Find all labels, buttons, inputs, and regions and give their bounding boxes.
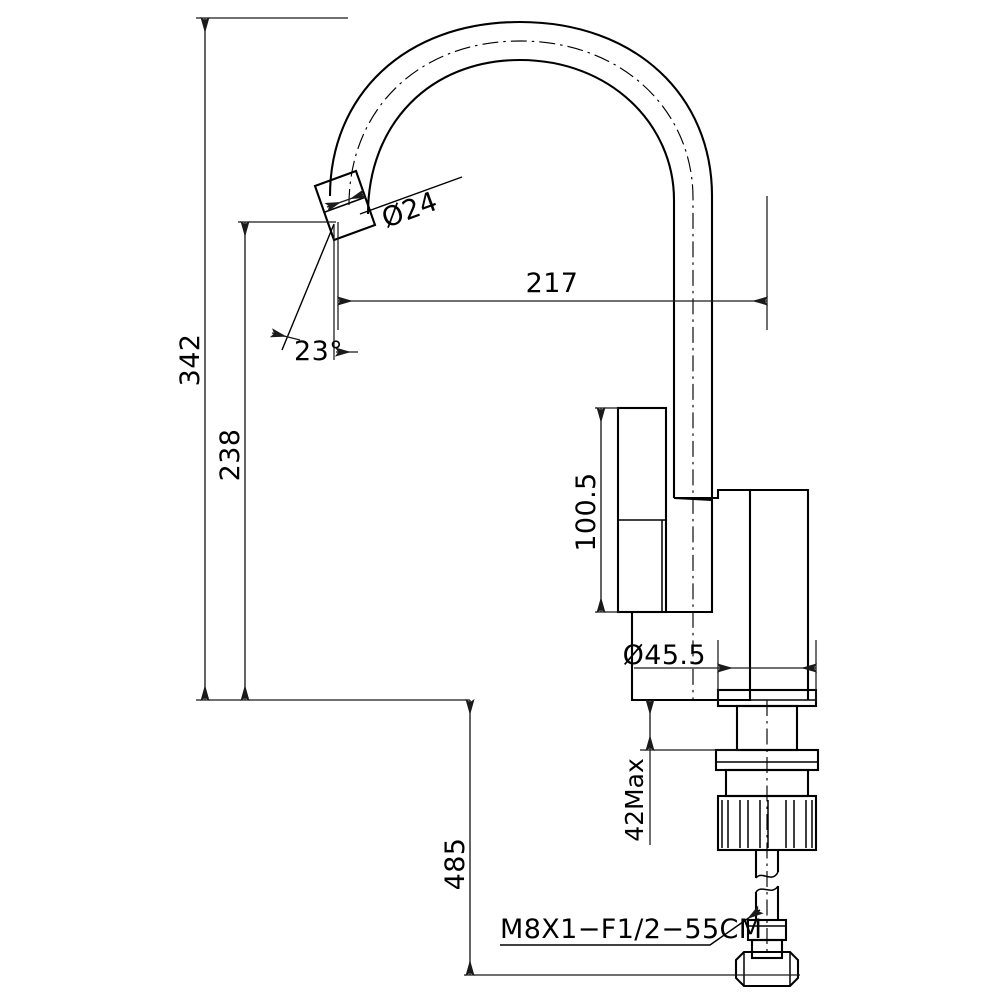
dimension-total-height: 485 [440, 698, 800, 977]
label-spout-height: 238 [215, 429, 246, 482]
label-outlet-diameter: Ø24 [378, 186, 442, 235]
dimension-body-diameter: Ø45.5 [623, 640, 818, 702]
dimension-outlet-angle: 23° [269, 223, 358, 367]
label-total-height: 485 [440, 838, 471, 891]
label-body-diameter: Ø45.5 [623, 640, 706, 671]
supply-hose [734, 850, 800, 988]
annotation-hose-spec: M8X1−F1/2−55CM [500, 905, 764, 946]
dimension-lever-height: 100.5 [571, 406, 620, 614]
dimension-overall-height: 342 [175, 16, 470, 702]
label-outlet-angle: 23° [294, 336, 343, 367]
spout-outlet-tip [313, 169, 377, 242]
faucet-main-body [630, 488, 810, 702]
label-overall-height: 342 [175, 334, 206, 387]
faucet-body-geometry [313, 20, 820, 988]
label-hose-spec: M8X1−F1/2−55CM [500, 914, 762, 945]
label-spout-reach: 217 [526, 268, 579, 299]
dimension-spout-height: 238 [215, 220, 336, 702]
spout-centerline [348, 40, 694, 700]
splined-collar [716, 768, 818, 852]
spout-inner-profile [366, 58, 676, 498]
dimension-spout-reach: 217 [336, 196, 769, 330]
handle-lever [616, 406, 668, 614]
dimension-outlet-diameter: Ø24 [324, 176, 463, 235]
label-lever-height: 100.5 [571, 472, 602, 551]
dimension-deck-thickness: 42Max [620, 698, 740, 845]
spout-outer-profile [328, 20, 714, 500]
label-deck-thickness: 42Max [620, 758, 649, 842]
